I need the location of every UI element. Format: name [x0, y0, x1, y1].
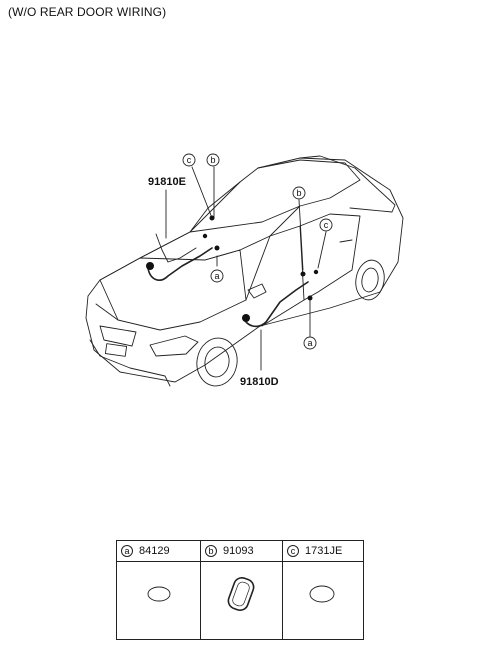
- svg-text:b: b: [210, 155, 215, 165]
- svg-text:a: a: [307, 338, 312, 348]
- rear-window: [299, 155, 396, 213]
- legend-part-a: 84129: [139, 545, 170, 557]
- callout-b-door: b: [292, 186, 306, 200]
- svg-text:b: b: [296, 188, 301, 198]
- legend-letter-b: b: [205, 545, 217, 557]
- grommet-c-icon: [309, 585, 335, 603]
- windshield: [139, 205, 301, 261]
- license-plate: [104, 343, 128, 357]
- side-mirror: [247, 283, 267, 299]
- legend-letter-a: a: [121, 545, 133, 557]
- legend-part-c: 1731JE: [305, 545, 343, 557]
- parts-legend: a 84129 b 91093 c 1731JE: [116, 540, 364, 640]
- harness-front: [147, 247, 213, 281]
- grommet-b-icon: [227, 576, 255, 612]
- hood: [99, 249, 247, 331]
- front-door: [245, 225, 305, 327]
- legend-header-c: c 1731JE: [283, 541, 365, 561]
- legend-shapes: [147, 576, 335, 612]
- page-title: (W/O REAR DOOR WIRING): [8, 5, 167, 19]
- svg-text:a: a: [214, 271, 219, 281]
- svg-text:c: c: [187, 155, 192, 165]
- legend-header-a: a 84129: [117, 541, 199, 561]
- rear-wheel: [355, 259, 385, 301]
- car-body-outline: [85, 157, 404, 383]
- callout-a-front: a: [210, 269, 224, 283]
- front-bumper: [89, 339, 171, 387]
- callout-c-front: c: [182, 153, 196, 167]
- legend-header-b: b 91093: [201, 541, 283, 561]
- callout-b-front: b: [206, 153, 220, 167]
- part-label-91810d: 91810D: [240, 376, 279, 388]
- legend-letter-c: c: [287, 545, 299, 557]
- front-wheel: [196, 337, 238, 387]
- grommet-a-icon: [147, 586, 171, 602]
- headlamp: [149, 335, 199, 357]
- grille: [99, 325, 137, 347]
- callout-c-door: c: [319, 218, 333, 232]
- legend-part-b: 91093: [223, 545, 254, 557]
- harness-door: [243, 281, 309, 328]
- svg-text:c: c: [324, 220, 329, 230]
- part-label-91810e: 91810E: [148, 176, 186, 188]
- rear-door: [299, 213, 361, 301]
- callout-a-door: a: [303, 336, 317, 350]
